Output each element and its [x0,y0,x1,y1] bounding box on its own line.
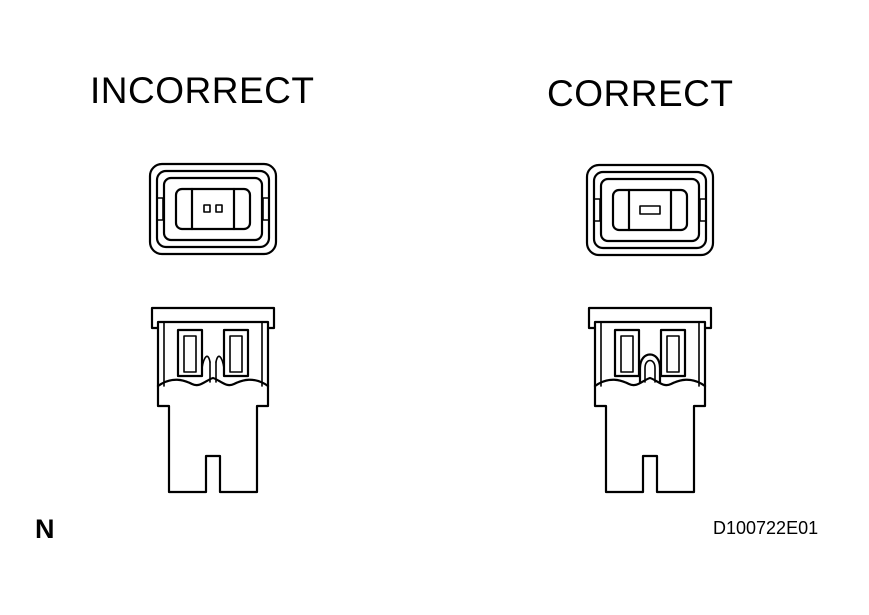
figure-id: D100722E01 [713,518,819,538]
broken-link-right [215,204,223,213]
intact-link [639,205,661,215]
broken-element-right [215,355,225,369]
intact-element [638,353,662,384]
correct-fuse-top-view [585,163,715,257]
incorrect-fuse-top-view [148,162,278,256]
broken-link-left [203,204,211,213]
broken-element-left [201,355,211,369]
correct-label: CORRECT [547,73,734,114]
corner-mark: N [35,514,55,544]
correct-fuse-side-view [587,306,713,494]
incorrect-fuse-side-view [150,306,276,494]
incorrect-label: INCORRECT [90,70,315,111]
